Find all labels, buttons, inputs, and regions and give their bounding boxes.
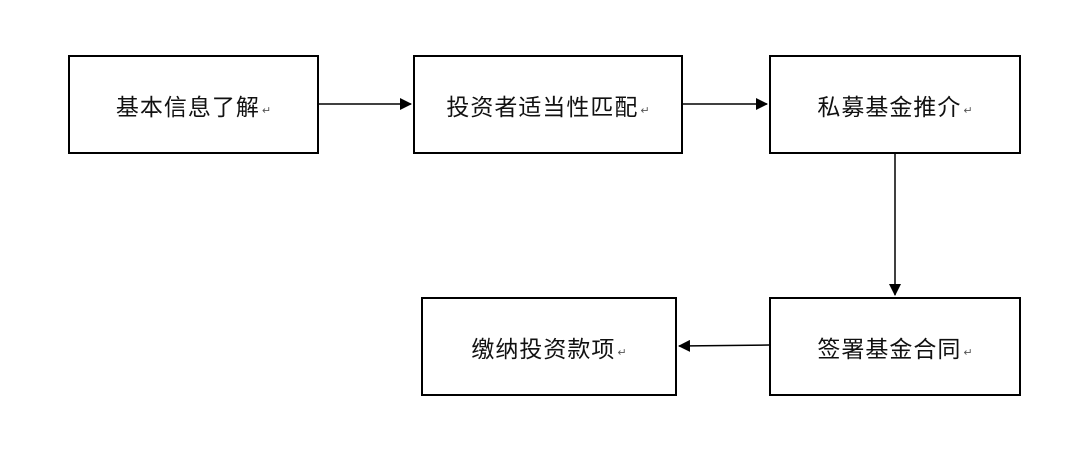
paragraph-mark-icon: ↵: [963, 346, 973, 359]
step-suitability-match: 投资者适当性匹配↵: [413, 55, 683, 154]
step-pay-investment-label: 缴纳投资款项: [471, 336, 616, 363]
paragraph-mark-icon: ↵: [261, 104, 272, 117]
paragraph-mark-icon: ↵: [963, 104, 973, 117]
step-basic-info: 基本信息了解↵: [68, 55, 319, 154]
step-fund-promotion: 私募基金推介↵: [769, 55, 1021, 154]
paragraph-mark-icon: ↵: [617, 346, 627, 359]
step-sign-contract-label: 签署基金合同: [817, 336, 962, 363]
step-sign-contract: 签署基金合同↵: [769, 297, 1021, 396]
step-suitability-match-label: 投资者适当性匹配: [446, 94, 639, 121]
step-fund-promotion-label: 私募基金推介: [817, 94, 962, 121]
arrow-n4-to-n5: [678, 339, 770, 352]
step-pay-investment: 缴纳投资款项↵: [421, 297, 677, 396]
step-basic-info-label: 基本信息了解: [115, 94, 260, 121]
paragraph-mark-icon: ↵: [640, 104, 650, 117]
